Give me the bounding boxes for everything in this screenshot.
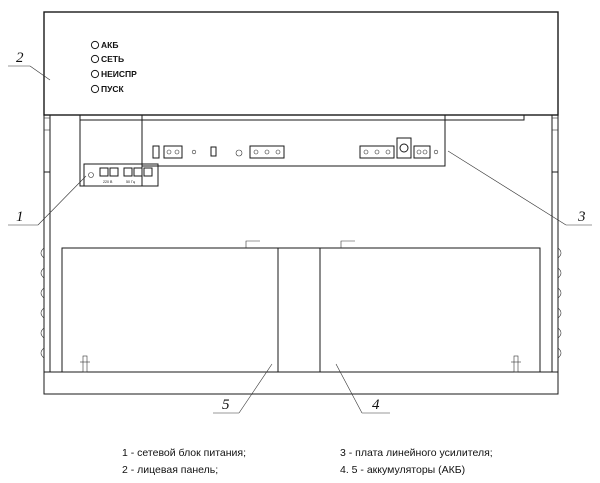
indicator-label-set: СЕТЬ xyxy=(101,54,124,64)
amplifier-board xyxy=(141,114,446,167)
led-akb-icon xyxy=(90,40,100,50)
battery-5 xyxy=(61,247,279,373)
freq-label: 50 Гц xyxy=(126,180,135,184)
legend-item-4: 4. 5 - аккумуляторы (АКБ) xyxy=(340,464,466,476)
callout-3: 3 xyxy=(577,209,586,225)
callout-1: 1 xyxy=(16,209,24,225)
ps-screw-icon xyxy=(88,172,94,178)
left-wall xyxy=(40,115,51,372)
battery-4-handle xyxy=(340,240,355,248)
callout-4: 4 xyxy=(372,397,380,413)
indicator-group: АКБ СЕТЬ НЕИСПР ПУСК xyxy=(90,40,137,94)
callout-2: 2 xyxy=(16,50,24,66)
led-set-icon xyxy=(90,54,100,64)
mounting-bracket xyxy=(79,114,525,121)
callout-5: 5 xyxy=(222,397,230,413)
battery-4 xyxy=(319,247,541,373)
led-neispr-icon xyxy=(90,69,100,79)
right-wall xyxy=(551,115,562,372)
battery-5-handle xyxy=(245,240,260,248)
legend-item-1: 1 - сетевой блок питания; xyxy=(122,447,247,459)
mains-label: 220 В xyxy=(103,180,113,184)
fixing-studs xyxy=(80,355,521,373)
led-pusk-icon xyxy=(90,84,100,94)
center-divider xyxy=(277,247,321,373)
power-supply-unit: 220 В 50 Гц xyxy=(79,114,159,187)
indicator-label-akb: АКБ xyxy=(101,40,118,50)
indicator-label-neispr: НЕИСПР xyxy=(101,69,137,79)
callout-leaders xyxy=(8,65,592,414)
legend-item-3: 3 - плата линейного усилителя; xyxy=(340,447,493,459)
indicator-label-pusk: ПУСК xyxy=(101,84,125,94)
legend-item-2: 2 - лицевая панель; xyxy=(122,464,219,476)
